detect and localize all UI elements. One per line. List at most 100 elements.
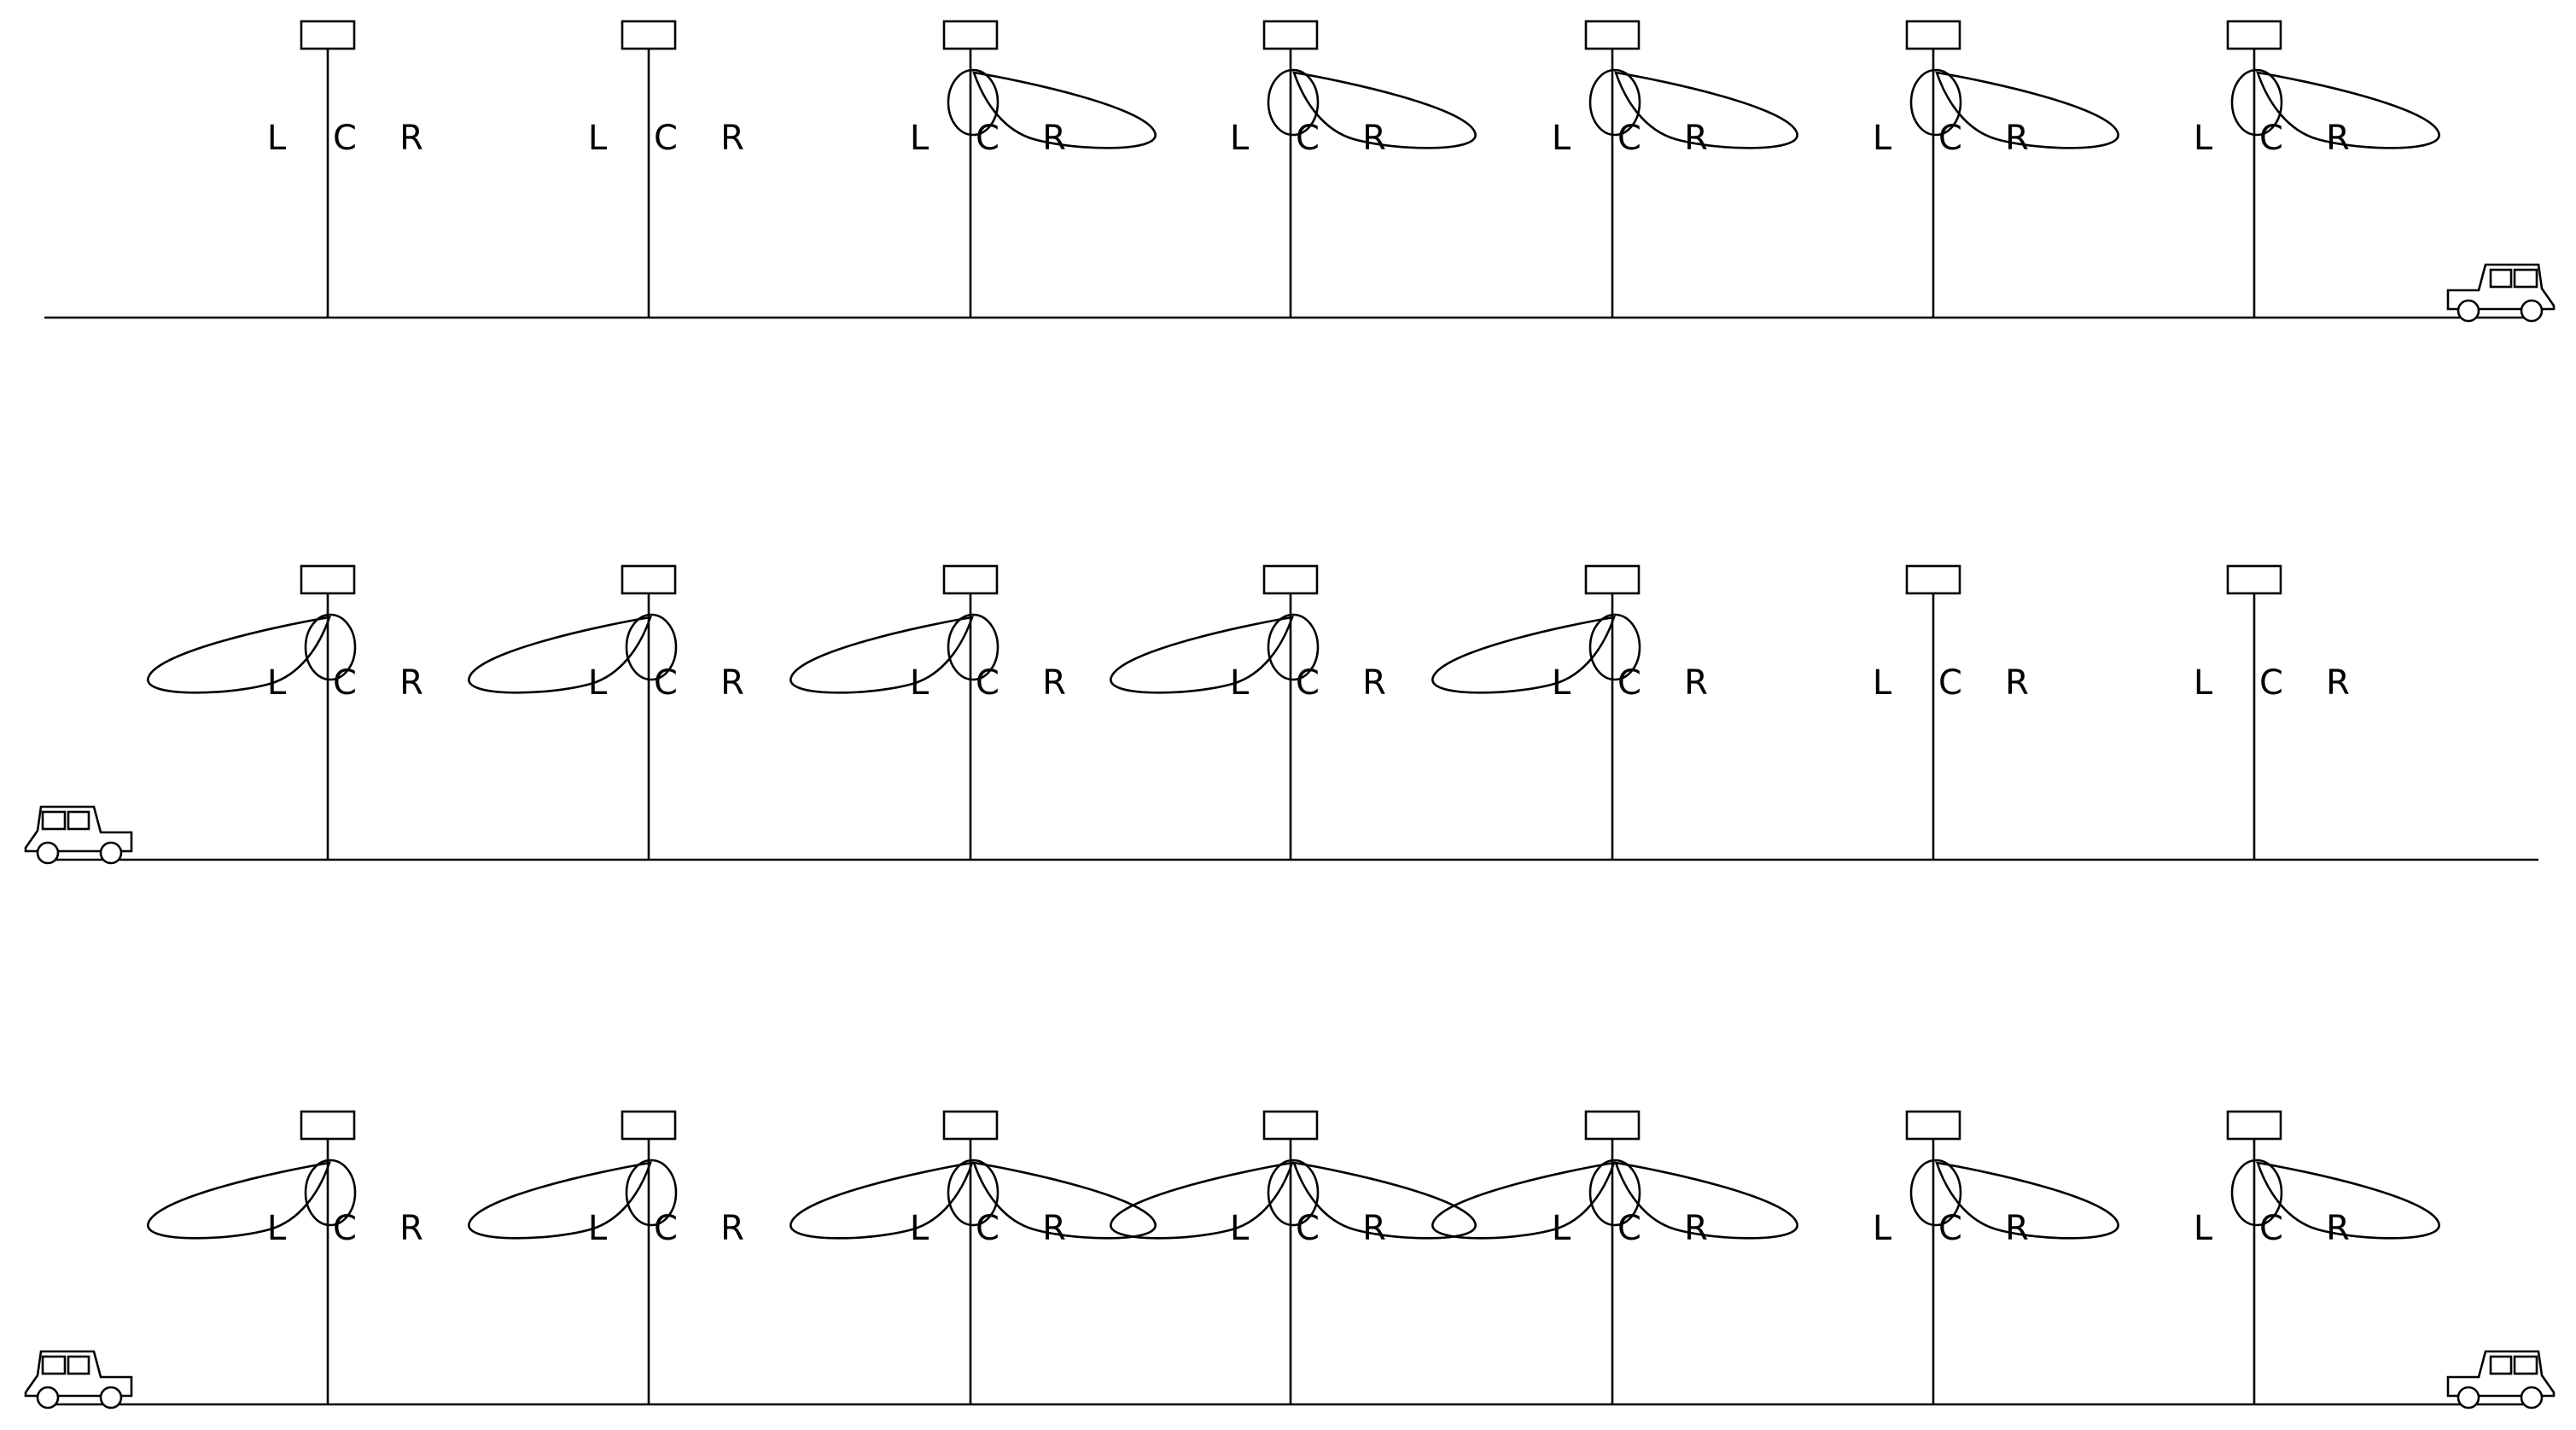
car-window (67, 810, 90, 831)
label-r: R (2005, 119, 2029, 158)
center-beam (1909, 1159, 1962, 1227)
center-beam (947, 1159, 1000, 1227)
car-window (41, 1355, 67, 1375)
label-r: R (2326, 119, 2350, 158)
center-beam (1588, 1159, 1641, 1227)
label-c: C (976, 1209, 1000, 1248)
label-l: L (1552, 119, 1571, 158)
car-icon (24, 805, 133, 865)
center-beam (1588, 613, 1641, 681)
label-r: R (399, 119, 423, 158)
label-r: R (1684, 1209, 1708, 1248)
lamp-head (1584, 1110, 1641, 1141)
label-c: C (1617, 1209, 1641, 1248)
car-wheel (36, 841, 60, 865)
car-wheel (2457, 299, 2480, 323)
label-c: C (654, 1209, 678, 1248)
lamp-head (1584, 20, 1641, 50)
lamp-head (621, 564, 677, 595)
lamp-head (300, 564, 356, 595)
label-l: L (588, 1209, 608, 1248)
lamp-head (1262, 20, 1319, 50)
car-window (2513, 1355, 2538, 1375)
label-r: R (399, 1209, 423, 1248)
lamp-head (942, 1110, 999, 1141)
label-l: L (2194, 663, 2213, 703)
center-beam (1588, 68, 1641, 137)
label-c: C (654, 119, 678, 158)
car-wheel (36, 1386, 60, 1410)
label-c: C (1617, 119, 1641, 158)
label-c: C (333, 663, 357, 703)
left-beam (1110, 1161, 1294, 1240)
label-r: R (2005, 663, 2029, 703)
car-wheel (2520, 299, 2544, 323)
label-r: R (2326, 1209, 2350, 1248)
label-c: C (1938, 119, 1962, 158)
label-l: L (588, 663, 608, 703)
car-window (67, 1355, 90, 1375)
right-beam (2256, 1161, 2440, 1240)
car-window (41, 810, 67, 831)
car-window (2513, 268, 2538, 289)
label-l: L (910, 663, 930, 703)
label-l: L (910, 1209, 930, 1248)
center-beam (1267, 1159, 1320, 1227)
lamp-head (300, 1110, 356, 1141)
label-l: L (588, 119, 608, 158)
label-c: C (1296, 119, 1320, 158)
label-r: R (720, 119, 744, 158)
label-c: C (2259, 119, 2283, 158)
label-l: L (2194, 119, 2213, 158)
label-r: R (1042, 119, 1066, 158)
right-beam (1614, 1161, 1798, 1240)
car-window (2489, 1355, 2513, 1375)
lamp-head (621, 20, 677, 50)
right-beam (1614, 71, 1798, 149)
label-l: L (1552, 1209, 1571, 1248)
car-window (2489, 268, 2513, 289)
label-l: L (2194, 1209, 2213, 1248)
left-beam (1431, 616, 1616, 694)
label-c: C (1617, 663, 1641, 703)
label-c: C (2259, 1209, 2283, 1248)
label-c: C (333, 1209, 357, 1248)
center-beam (947, 613, 1000, 681)
car-icon (2446, 263, 2556, 323)
right-beam (1935, 1161, 2119, 1240)
label-c: C (976, 663, 1000, 703)
label-r: R (1042, 1209, 1066, 1248)
center-beam (947, 68, 1000, 137)
label-l: L (1552, 663, 1571, 703)
center-beam (2230, 1159, 2283, 1227)
left-beam (147, 616, 331, 694)
center-beam (2230, 68, 2283, 137)
label-c: C (1938, 663, 1962, 703)
label-r: R (399, 663, 423, 703)
label-c: C (1938, 1209, 1962, 1248)
right-beam (972, 71, 1157, 149)
lamp-head (1262, 564, 1319, 595)
label-r: R (2005, 1209, 2029, 1248)
lamp-head (300, 20, 356, 50)
center-beam (625, 613, 678, 681)
center-beam (304, 1159, 357, 1227)
label-l: L (267, 1209, 287, 1248)
label-l: L (267, 119, 287, 158)
center-beam (1267, 68, 1320, 137)
